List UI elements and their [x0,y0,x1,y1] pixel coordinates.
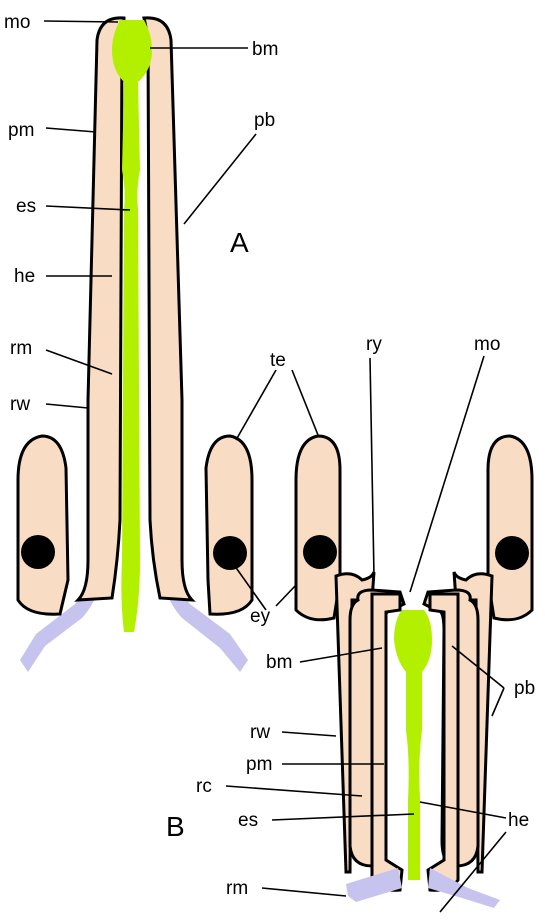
tentacle-left-a [18,436,68,614]
leader-rw-b [282,732,336,736]
retractor-muscle-right-b [428,868,500,908]
leader-rc-b [226,786,362,796]
tentacle-left-b [296,436,340,620]
proboscis-inner-right-b [428,594,458,890]
label-ey: ey [250,606,271,627]
eye-left-b [303,535,337,569]
label-rm-b: rm [226,878,248,899]
eye-left-a [21,535,55,569]
leader-pb-b-2 [492,688,504,716]
panel-a-drawing [18,18,256,672]
tentacle-right-b [488,436,532,620]
eye-right-a [213,536,247,570]
leader-te-b [292,370,320,440]
label-ry: ry [366,334,382,355]
label-es-a: es [16,196,36,217]
label-pm-a: pm [8,120,34,141]
label-pm-b: pm [246,754,272,775]
label-bm-a: bm [252,39,278,60]
label-he-a: he [14,266,35,287]
label-te: te [270,350,286,371]
leader-mo-b [410,356,484,592]
label-rm-a: rm [10,338,32,359]
leader-pb-a [184,134,256,224]
label-pb-a: pb [254,110,275,131]
label-es-b: es [238,810,258,831]
panel-letter-a: A [230,227,249,258]
leader-pm-a [46,128,96,132]
leader-rw-a [46,404,88,408]
label-mo-a: mo [4,12,30,33]
panel-letter-b: B [166,811,185,842]
tentacle-right-a [206,436,252,614]
panel-b-drawing [226,356,532,912]
proboscis-wall-right-a [144,18,192,600]
label-bm-b: bm [266,652,292,673]
gut-b [394,610,432,880]
label-mo-b: mo [474,334,500,355]
label-pb-b: pb [514,678,535,699]
leader-rm-b [262,888,346,896]
label-rc-b: rc [196,776,212,797]
label-rw-a: rw [10,394,30,415]
label-rw-b: rw [250,722,270,743]
label-he-b: he [508,810,529,831]
eye-right-b [495,536,529,570]
leader-ry-b [370,358,374,576]
leader-te-a [236,370,276,440]
leader-mo-a [44,21,118,22]
proboscis-wall-left-a [78,18,124,600]
